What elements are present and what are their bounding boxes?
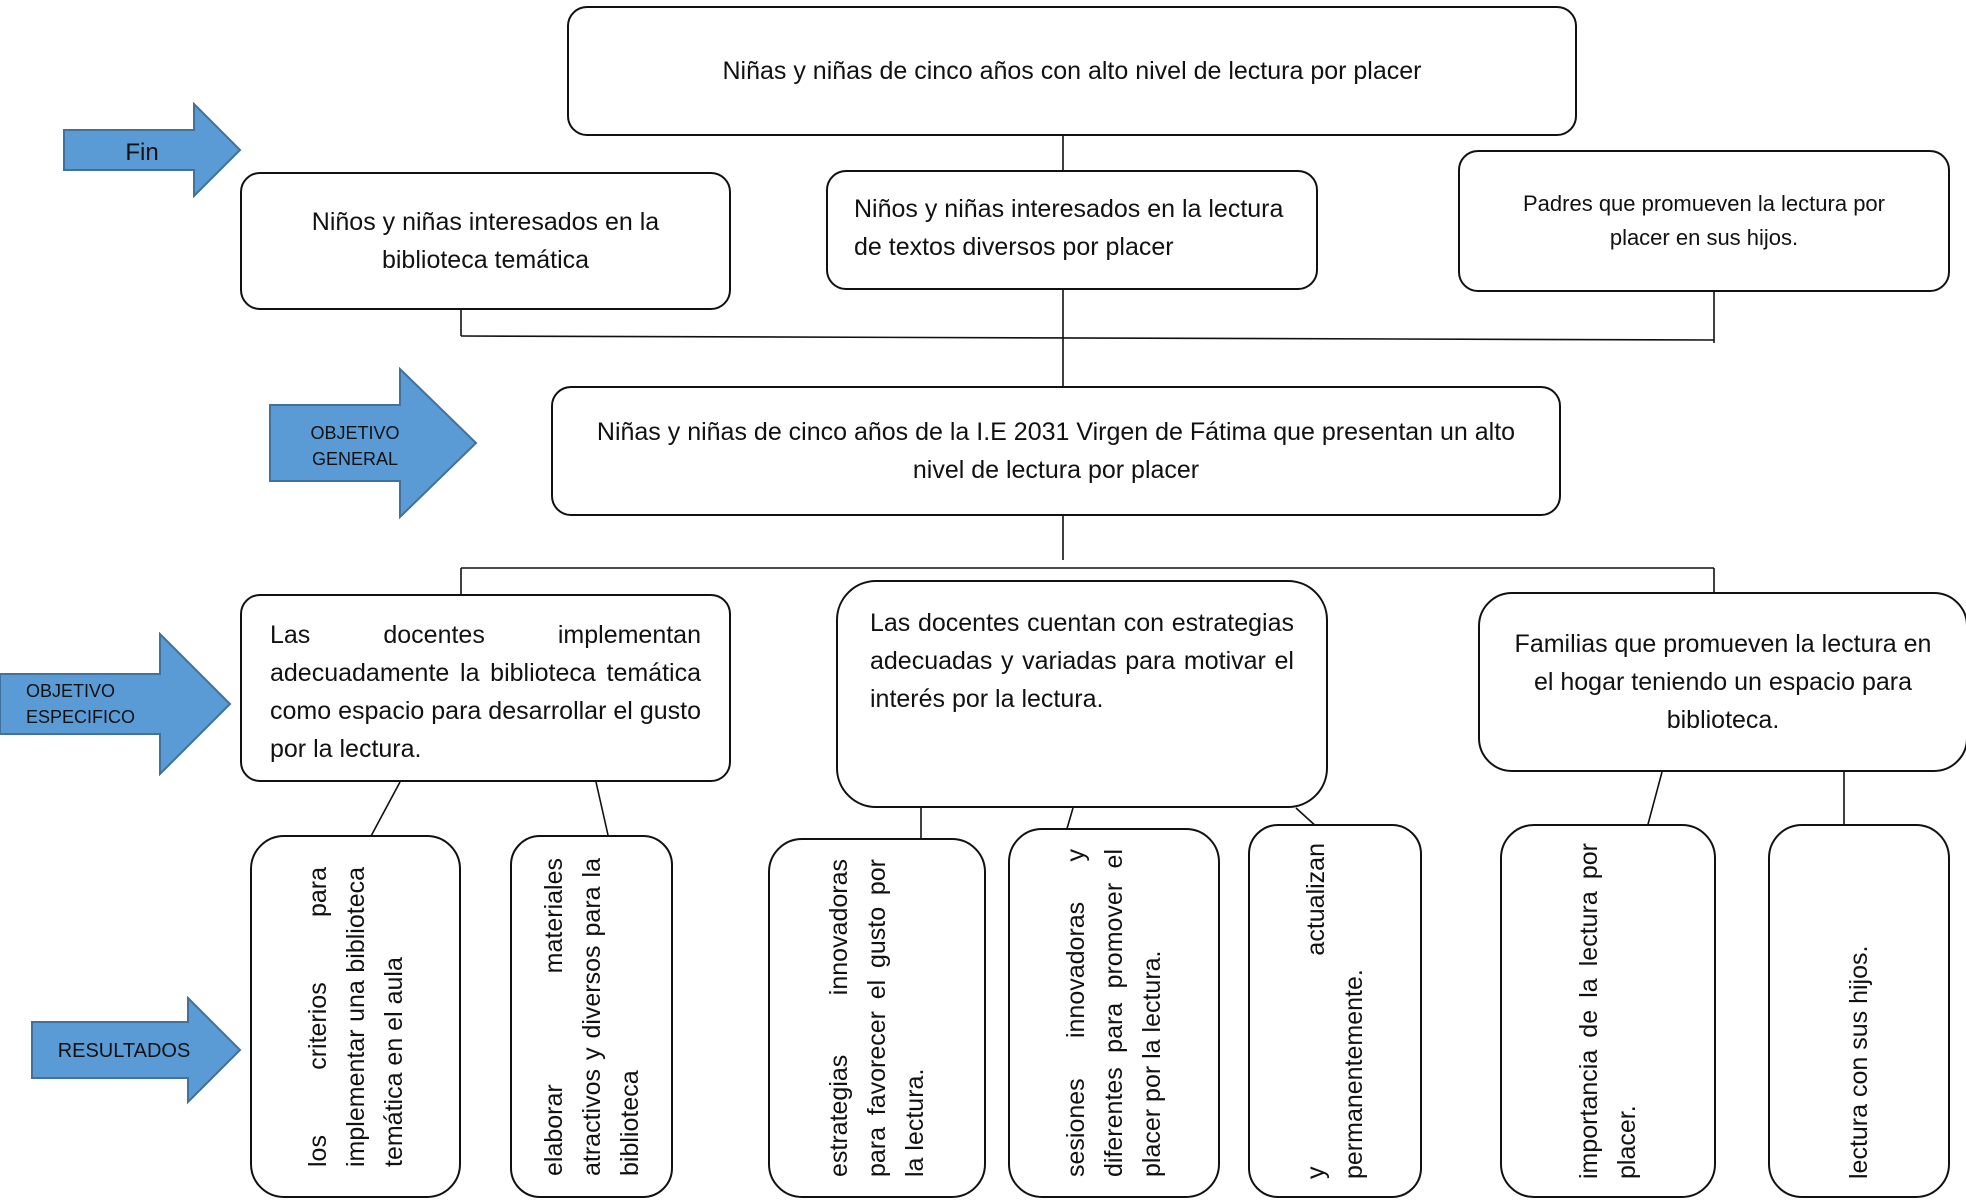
fin-sub-box-1: Niños y niñas interesados en la bibliote… bbox=[240, 172, 731, 310]
resultado-box-1: los criterios para implementar una bibli… bbox=[250, 835, 461, 1198]
arrow-shape bbox=[0, 632, 232, 776]
resultado-text-1: los criterios para implementar una bibli… bbox=[303, 866, 408, 1167]
objetivo-general-box: Niñas y niñas de cinco años de la I.E 20… bbox=[551, 386, 1561, 516]
fin-arrow-label: Fin bbox=[125, 139, 159, 166]
arrow-shape bbox=[63, 102, 242, 198]
objetivo-especifico-arrow bbox=[0, 632, 232, 776]
connector-line bbox=[595, 781, 609, 836]
objetivo-especifico-text-3: Familias que promueven la lectura en el … bbox=[1514, 630, 1932, 734]
objetivo-general-text: Niñas y niñas de cinco años de la I.E 20… bbox=[596, 418, 1516, 484]
objetivo-especifico-text-2: Las docentes cuentan con estrategias ade… bbox=[870, 609, 1294, 713]
resultado-text-6: importancia de la lectura por placer. bbox=[1575, 843, 1641, 1179]
resultado-text-3: estrategias innovadoras para favorecer e… bbox=[825, 859, 929, 1177]
objetivo-general-arrow-label: OBJETIVO GENERAL bbox=[310, 423, 400, 469]
connector-line bbox=[1646, 771, 1663, 829]
objetivo-especifico-box-3: Familias que promueven la lectura en el … bbox=[1478, 592, 1966, 772]
arrow-shape bbox=[269, 367, 478, 520]
resultado-box-3: estrategias innovadoras para favorecer e… bbox=[768, 838, 986, 1198]
resultado-text-7: lectura con sus hijos. bbox=[1845, 945, 1873, 1179]
fin-arrow bbox=[63, 102, 242, 198]
resultado-box-2: elaborar materiales atractivos y diverso… bbox=[510, 835, 673, 1198]
resultado-box-4: sesiones innovadoras y diferentes para p… bbox=[1008, 828, 1220, 1198]
connector-line bbox=[369, 781, 401, 839]
resultados-arrow-label: RESULTADOS bbox=[57, 1040, 191, 1062]
fin-sub-text-3: Padres que promueven la lectura por plac… bbox=[1523, 191, 1885, 250]
resultados-arrow bbox=[31, 996, 242, 1105]
fin-sub-box-2: Niños y niñas interesados en la lectura … bbox=[826, 170, 1318, 290]
objetivo-especifico-text-1: Las docentes implementan adecuadamente l… bbox=[270, 621, 701, 763]
resultado-box-6: importancia de la lectura por placer. bbox=[1500, 824, 1716, 1198]
objetivo-especifico-box-2: Las docentes cuentan con estrategias ade… bbox=[836, 580, 1328, 808]
fin-sub-box-3: Padres que promueven la lectura por plac… bbox=[1458, 150, 1950, 292]
fin-main-text: Niñas y niñas de cinco años con alto niv… bbox=[722, 57, 1422, 85]
objetivo-especifico-box-1: Las docentes implementan adecuadamente l… bbox=[240, 594, 731, 782]
resultado-box-5: y actualizan permanentemente. bbox=[1248, 824, 1422, 1198]
connector-line bbox=[460, 335, 1715, 341]
objetivo-general-arrow bbox=[269, 367, 478, 520]
resultado-text-5: y actualizan permanentemente. bbox=[1302, 843, 1368, 1179]
fin-sub-text-2: Niños y niñas interesados en la lectura … bbox=[854, 195, 1284, 261]
fin-main-box: Niñas y niñas de cinco años con alto niv… bbox=[567, 6, 1577, 136]
resultado-text-4: sesiones innovadoras y diferentes para p… bbox=[1062, 849, 1166, 1177]
resultado-box-7: lectura con sus hijos. bbox=[1768, 824, 1950, 1198]
objetivo-especifico-arrow-label: OBJETIVO ESPECIFICO bbox=[26, 681, 136, 727]
fin-sub-text-1: Niños y niñas interesados en la bibliote… bbox=[311, 208, 660, 274]
resultado-text-2: elaborar materiales atractivos y diverso… bbox=[539, 857, 644, 1176]
arrow-shape bbox=[31, 996, 242, 1105]
